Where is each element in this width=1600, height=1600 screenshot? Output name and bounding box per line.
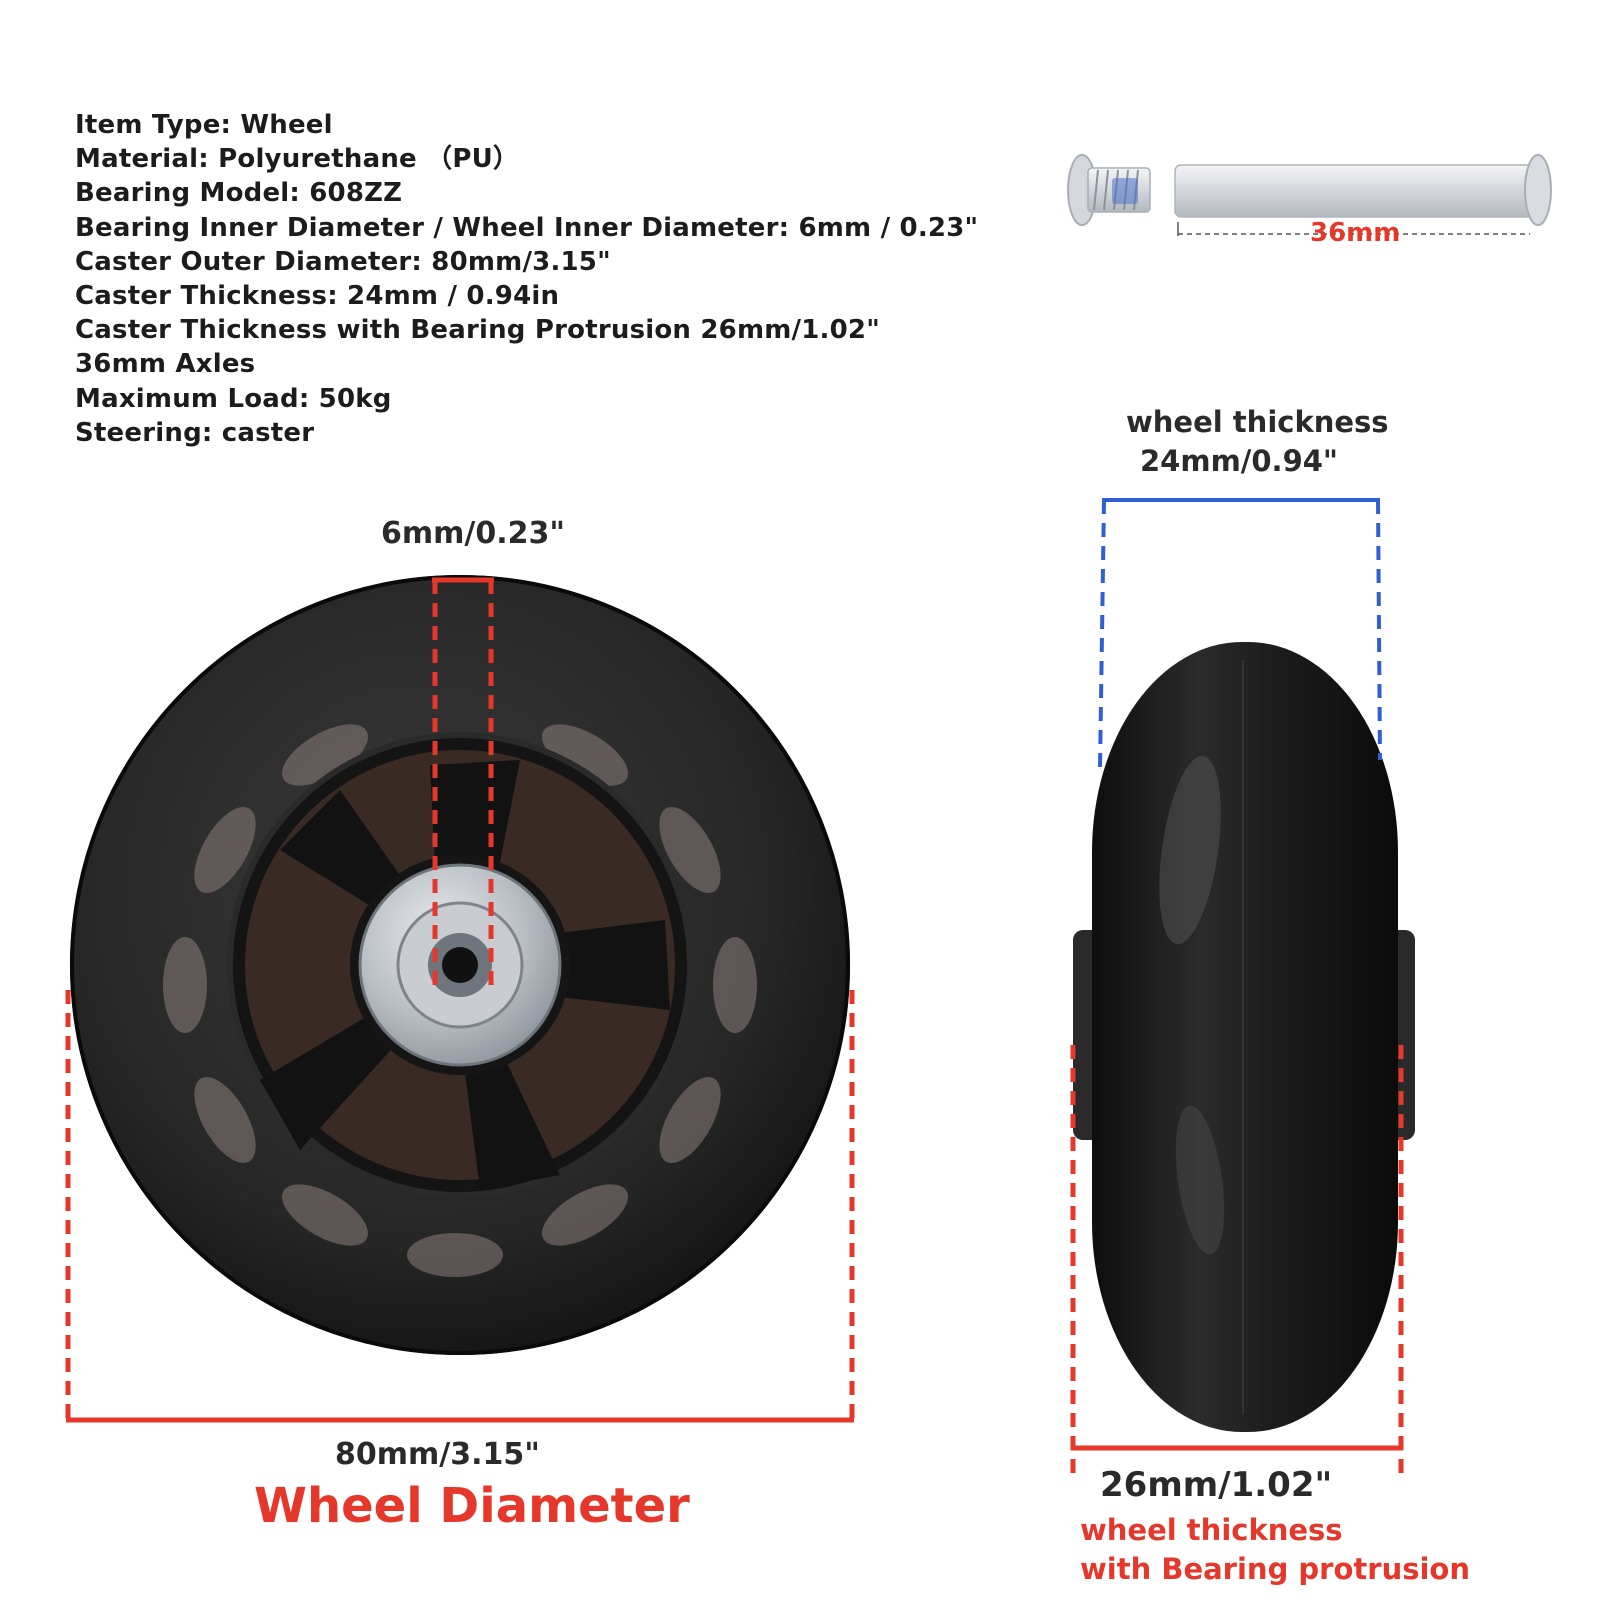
spec-axles: 36mm Axles bbox=[75, 349, 256, 380]
spec-list: Item Type: Wheel Material: Polyurethane … bbox=[75, 108, 978, 450]
spec-thickness: Caster Thickness: 24mm / 0.94in bbox=[75, 281, 560, 312]
spec-material: Material: Polyurethane （PU） bbox=[75, 144, 520, 175]
wheel-side-view bbox=[1073, 642, 1415, 1432]
spec-bearing-model: Bearing Model: 608ZZ bbox=[75, 178, 403, 209]
diameter-value-label: 80mm/3.15" bbox=[335, 1437, 540, 1472]
wheel-front-view bbox=[70, 575, 850, 1355]
axle-length-label: 36mm bbox=[1310, 218, 1401, 248]
protrusion-value: 26mm/1.02" bbox=[1100, 1465, 1333, 1505]
protrusion-marker bbox=[1070, 1045, 1404, 1480]
spec-steering: Steering: caster bbox=[75, 417, 315, 448]
spec-inner-diameter: Bearing Inner Diameter / Wheel Inner Dia… bbox=[75, 212, 979, 243]
spec-item-type: Item Type: Wheel bbox=[75, 110, 333, 140]
thickness-value: 24mm/0.94" bbox=[1140, 444, 1339, 478]
thickness-title: wheel thickness bbox=[1126, 405, 1389, 439]
inner-diameter-label: 6mm/0.23" bbox=[381, 516, 565, 551]
thickness-marker bbox=[1098, 498, 1382, 769]
diameter-title: Wheel Diameter bbox=[254, 1478, 690, 1534]
spec-thickness-protrusion: Caster Thickness with Bearing Protrusion… bbox=[75, 315, 880, 346]
protrusion-title-line2: with Bearing protrusion bbox=[1080, 1552, 1470, 1586]
outer-diameter-marker bbox=[65, 990, 855, 1423]
axle-sleeve bbox=[1174, 154, 1552, 226]
protrusion-title-line1: wheel thickness bbox=[1080, 1513, 1343, 1547]
spec-max-load: Maximum Load: 50kg bbox=[75, 383, 392, 414]
inner-diameter-marker bbox=[432, 577, 494, 990]
axle-bolt bbox=[1067, 154, 1151, 226]
spec-outer-diameter: Caster Outer Diameter: 80mm/3.15" bbox=[75, 246, 611, 277]
